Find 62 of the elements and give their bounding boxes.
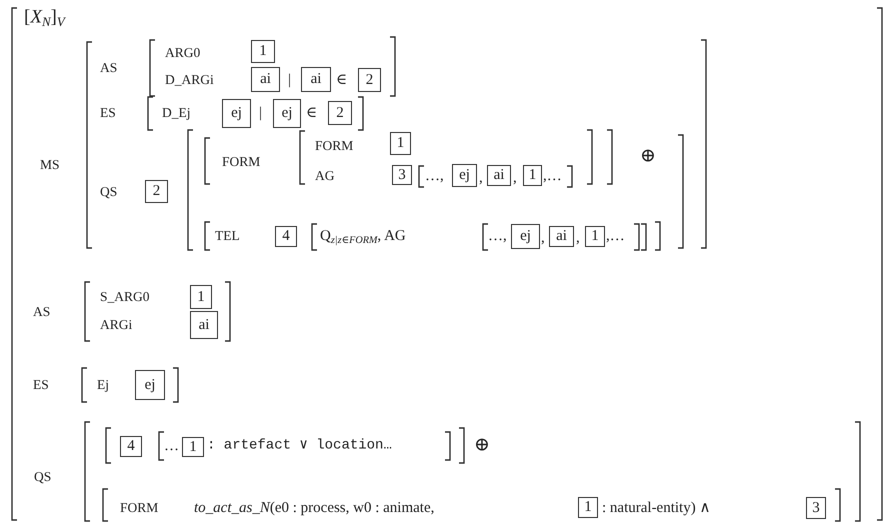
separator: | <box>288 71 292 89</box>
feature-name: ES <box>100 104 116 122</box>
coindex-tag: 2 <box>358 68 381 92</box>
coindex-tag: 2 <box>145 180 168 203</box>
separator: , <box>479 169 483 187</box>
coindex-tag: 1 <box>390 132 411 155</box>
separator: …, <box>425 167 444 185</box>
coindex-tag: 1 <box>578 497 598 518</box>
feature-name: QS <box>34 468 52 486</box>
operator-symbol: ∈ <box>306 104 318 122</box>
formula-text: : natural-entity) ∧ <box>602 499 710 517</box>
feature-name: ARGi <box>100 316 132 334</box>
feature-name: D_ARGi <box>165 72 214 88</box>
coindex-tag: ej <box>273 99 301 128</box>
separator: , <box>576 229 580 247</box>
feature-name: AS <box>33 304 50 320</box>
coindex-tag: 3 <box>806 497 826 519</box>
feature-name: QS <box>100 184 118 200</box>
coindex-tag: ai <box>487 165 511 186</box>
feature-name: ARG0 <box>165 44 200 62</box>
separator: , <box>541 229 545 247</box>
feature-name: TEL <box>215 228 240 244</box>
feature-name: AS <box>100 60 118 76</box>
separator: …, <box>488 227 507 245</box>
coindex-tag: 4 <box>275 226 297 247</box>
coindex-tag: 1 <box>182 437 204 457</box>
operator-symbol: ∈ <box>336 71 348 89</box>
feature-name: FORM <box>315 138 354 154</box>
feature-name: FORM <box>120 500 158 516</box>
separator: ,… <box>543 167 562 185</box>
formula-text: Q$_{z|z∈FORM}$, AG <box>320 226 406 248</box>
operator-symbol: ⊕ <box>474 434 490 458</box>
coindex-tag: 1 <box>190 285 212 309</box>
coindex-tag: ej <box>222 99 251 128</box>
coindex-tag: 1 <box>585 226 605 247</box>
separator: , <box>513 169 517 187</box>
operator-symbol: ⊕ <box>640 146 656 168</box>
coindex-tag: ai <box>549 226 574 247</box>
formula-text: : artefact ∨ location… <box>207 438 392 454</box>
coindex-tag: 1 <box>251 40 275 63</box>
formula-text: to_act_as_N(e0 : process, w0 : animate, <box>194 499 434 517</box>
feature-name: S_ARG0 <box>100 288 150 306</box>
feature-name: D_Ej <box>162 104 190 122</box>
coindex-tag: 1 <box>523 165 542 186</box>
type-label: [X$_{N}$]$_{V}$ <box>24 6 65 30</box>
coindex-tag: 2 <box>328 101 352 125</box>
coindex-tag: ej <box>511 224 540 249</box>
separator: ,… <box>606 227 625 245</box>
feature-name: Ej <box>97 376 109 394</box>
feature-name: AG <box>315 168 334 184</box>
coindex-tag: ej <box>135 370 165 400</box>
coindex-tag: ai <box>190 311 218 339</box>
coindex-tag: ai <box>301 67 331 92</box>
coindex-tag: ej <box>452 164 477 187</box>
feature-name: FORM <box>222 154 260 170</box>
coindex-tag: ai <box>251 67 280 92</box>
separator: | <box>259 104 262 122</box>
coindex-tag: 3 <box>392 165 412 185</box>
separator: … <box>164 437 179 455</box>
coindex-tag: 4 <box>120 436 142 457</box>
feature-name: MS <box>40 156 60 174</box>
feature-name: ES <box>33 376 49 394</box>
